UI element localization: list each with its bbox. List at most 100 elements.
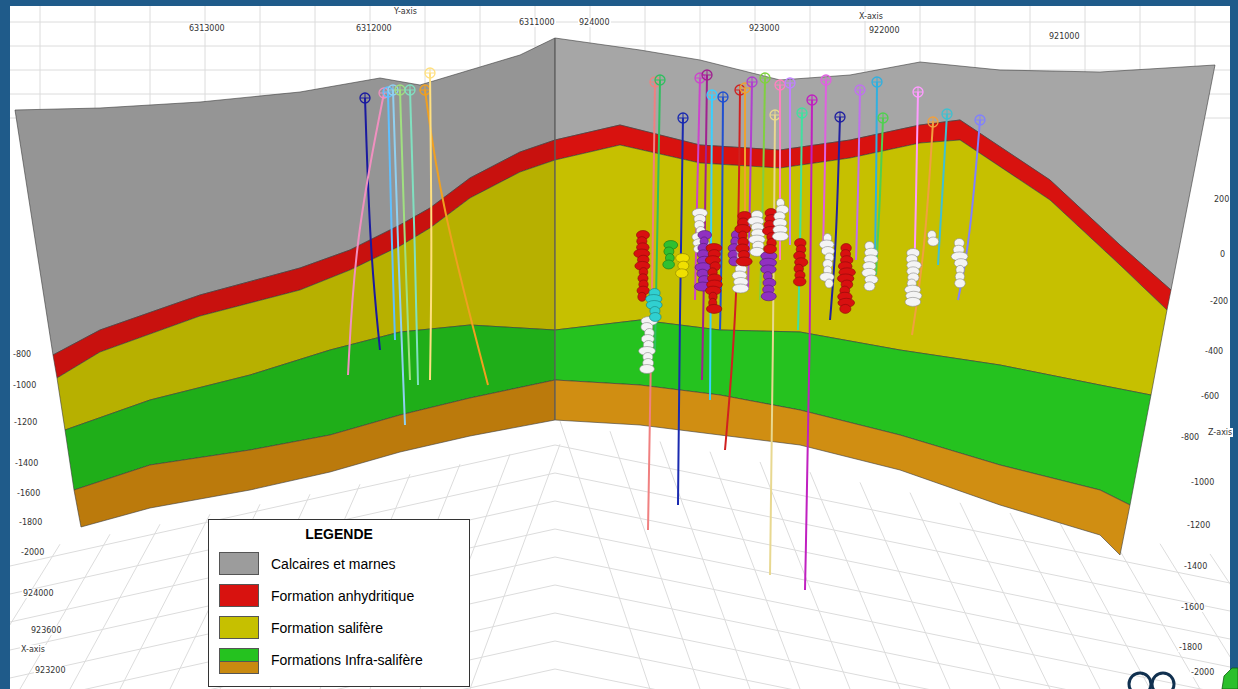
well-trajectory [789,83,791,245]
right-face [555,38,1215,555]
well-trajectory [770,115,775,575]
well-trajectory [938,114,947,265]
well-trajectory [430,73,431,380]
grid-line [10,22,1230,23]
well-trajectory [678,118,683,505]
wellhead-marker [975,115,985,125]
grid-line [70,524,160,689]
grid-line [555,613,1230,689]
salt-cavity [819,234,834,289]
wellhead-marker [878,113,888,123]
wellhead-marker [655,75,665,85]
well-trajectory [830,117,840,320]
wellhead-cross [405,85,415,95]
salt-cavity [634,231,650,302]
wellhead-cross [942,109,952,119]
grid-line [810,472,900,689]
legend-row: Formation anhydritique [219,584,464,610]
salt-cavity [663,241,678,270]
wellhead-cross [821,75,831,85]
axis-tick-label: -2000 [20,548,45,557]
cavity-lobe [650,313,662,322]
cavity-lobe [864,282,875,291]
axis-tick-label: -1200 [13,418,38,427]
grid-line [10,46,1230,47]
wellhead-marker [770,110,780,120]
wellhead-marker [928,117,938,127]
legend-text: Formation anhydritique [271,584,414,608]
wellhead-marker [702,70,712,80]
axis-tick-label: 924000 [22,589,55,598]
axis-tick-label: 921000 [1048,32,1081,41]
cavity-lobe [732,284,748,293]
wellhead-cross [913,87,923,97]
cavity-lobe [663,260,675,269]
cavity-lobe [639,365,654,374]
legend-swatch [219,648,259,662]
wellhead-cross [855,85,865,95]
salt-cavity [793,239,807,287]
legend-row: Calcaires et marnes [219,552,464,578]
grid-line [860,482,950,689]
wells [348,68,985,590]
well-trajectory [410,90,418,385]
wellhead-cross [718,92,728,102]
salt-cavities [634,199,968,374]
wellhead-marker [821,75,831,85]
axis-tick-label: -1000 [1190,478,1215,487]
salt-cavity [772,199,788,241]
axis-tick-label: -800 [12,350,32,359]
grid-line [1160,544,1230,689]
axis-tick-label: -2000 [1190,668,1215,677]
grid-line [660,441,750,689]
well-trajectory [856,90,860,260]
wellhead-marker [807,95,817,105]
axis-tick-label: 923200 [34,666,67,675]
salt-cavity [927,231,938,247]
legend-row: Formations Infra-salifère [219,648,464,674]
axis-tick-label: X-axis [20,645,46,654]
axis-tick-label: -200 [1209,297,1229,306]
axis-tick-label: 923600 [30,626,63,635]
axis-tick-label: 922000 [868,26,901,35]
left-face [15,38,555,527]
cavity-lobe [676,269,688,278]
wellhead-cross [707,90,717,100]
salt-cavity [646,289,663,322]
infra-salt-lower-layer [555,380,1130,555]
cavity-lobe [772,232,788,241]
wellhead-marker [740,83,750,93]
axis-tick-label: -1400 [14,459,39,468]
grid-line [710,452,800,689]
cavity-lobe [793,277,806,286]
axis-tick-label: -1800 [1178,643,1203,652]
grid-line [555,501,1230,639]
wellhead-marker [760,73,770,83]
wellhead-marker [747,77,757,87]
legend-swatch-lower [219,661,259,674]
well-trajectory [720,97,723,330]
axis-tick-label: Z-axis [1207,428,1233,437]
well-trajectory [805,100,812,590]
block-corner-edge [555,38,556,420]
axis-tick-label: X-axis [858,12,884,21]
legend-heading: LEGENDE [209,526,469,542]
grid-line [555,557,1230,689]
salt-cavity [837,244,855,314]
salt-cavity [760,252,777,301]
cavity-lobe [638,292,646,301]
wellhead-cross [425,68,435,78]
cavity-lobe [761,292,776,301]
well-trajectory [798,113,802,330]
axis-tick-label: 200 [1213,195,1230,204]
cavity-lobe [905,297,921,306]
axis-tick-label: -800 [1180,433,1200,442]
grid-line [960,503,1050,689]
wellhead-cross [655,75,665,85]
corner-thumbnail [1222,668,1238,689]
wellhead-cross [360,93,370,103]
cavity-lobe [955,279,966,288]
grid-lines [10,6,1230,689]
